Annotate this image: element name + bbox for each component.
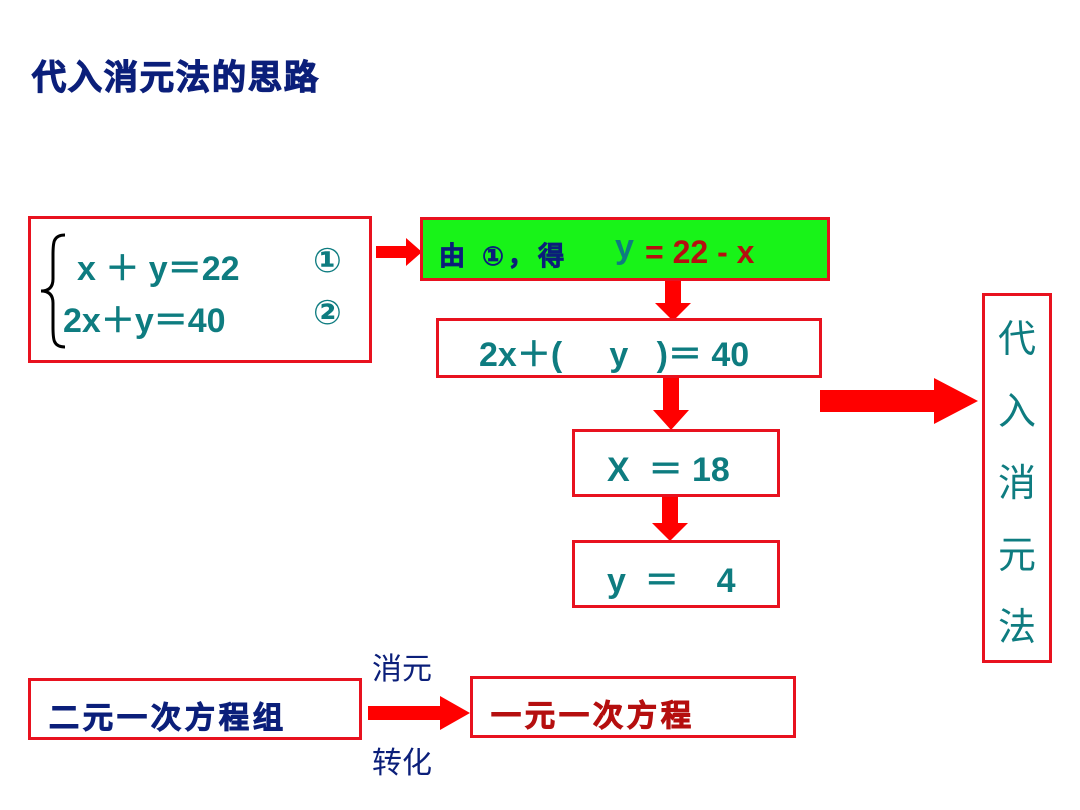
left-brace-icon xyxy=(40,233,66,349)
step-2-box: 2x＋( y )＝ 40 xyxy=(436,318,822,378)
method-char: 代 xyxy=(997,317,1036,361)
linear-equation-label: 一元一次方程 xyxy=(491,699,695,735)
method-char: 入 xyxy=(997,389,1036,433)
method-char: 消 xyxy=(997,461,1036,505)
transform-label: 转化 xyxy=(372,746,432,781)
method-name-box: 代 入 消 元 法 xyxy=(982,293,1052,663)
arrow-right-large-icon xyxy=(820,378,978,424)
step-2-text: 2x＋( y )＝ 40 xyxy=(479,336,750,374)
step-4-text: y ＝ 4 xyxy=(607,562,736,600)
linear-equation-box: 一元一次方程 xyxy=(470,676,796,738)
step-1-box: 由 ①，得 y = 22 - x xyxy=(420,217,830,281)
method-char: 法 xyxy=(997,605,1036,649)
arrow-down-icon xyxy=(652,497,688,541)
step-3-box: X ＝ 18 xyxy=(572,429,780,497)
equation-1-mark: ① xyxy=(313,242,342,280)
arrow-right-icon xyxy=(368,696,470,730)
equation-2: 2x＋y＝40 xyxy=(63,302,226,340)
equation-2-mark: ② xyxy=(313,294,342,332)
arrow-down-icon xyxy=(653,378,689,430)
step-1-rest: = 22 - x xyxy=(645,234,755,270)
equation-1: x ＋ y＝22 xyxy=(77,250,240,288)
step-4-box: y ＝ 4 xyxy=(572,540,780,608)
arrow-right-small-icon xyxy=(376,238,422,266)
step-3-text: X ＝ 18 xyxy=(607,451,730,489)
equation-system-box: x ＋ y＝22 ① 2x＋y＝40 ② xyxy=(28,216,372,363)
page-title: 代入消元法的思路 xyxy=(31,57,320,98)
method-char: 元 xyxy=(997,533,1036,577)
binary-equation-label: 二元一次方程组 xyxy=(49,701,287,737)
binary-equation-box: 二元一次方程组 xyxy=(28,678,362,740)
arrow-down-icon xyxy=(655,281,691,321)
elimination-label: 消元 xyxy=(372,652,432,687)
step-1-var: y xyxy=(615,228,634,266)
step-1-prefix: 由 ①，得 xyxy=(439,242,569,273)
